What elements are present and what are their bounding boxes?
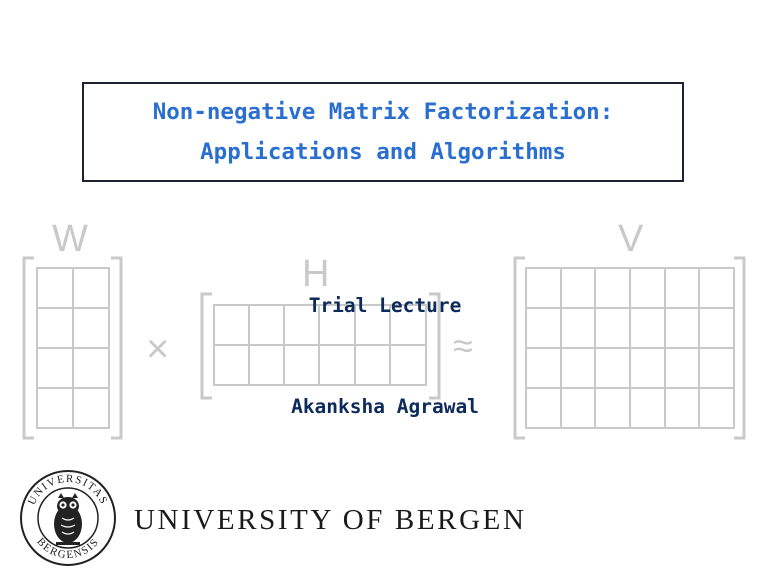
h-label: H <box>302 253 329 295</box>
times-operator: × <box>146 327 169 371</box>
owl-icon <box>54 493 82 545</box>
title-line-1: Non-negative Matrix Factorization: <box>152 99 614 125</box>
v-matrix <box>513 256 746 440</box>
approx-operator: ≈ <box>453 325 473 366</box>
university-seal-icon: UNIVERSITAS BERGENSIS <box>20 470 116 566</box>
lecture-type: Trial Lecture <box>308 294 462 317</box>
w-matrix <box>22 256 123 440</box>
v-label: V <box>618 218 644 260</box>
university-name: UNIVERSITY OF BERGEN <box>134 504 527 536</box>
author-name: Akanksha Agrawal <box>291 395 479 418</box>
title-line-2: Applications and Algorithms <box>200 139 566 165</box>
h-matrix <box>200 292 441 400</box>
title-box: Non-negative Matrix Factorization: Appli… <box>82 82 684 182</box>
w-label: W <box>52 218 88 260</box>
